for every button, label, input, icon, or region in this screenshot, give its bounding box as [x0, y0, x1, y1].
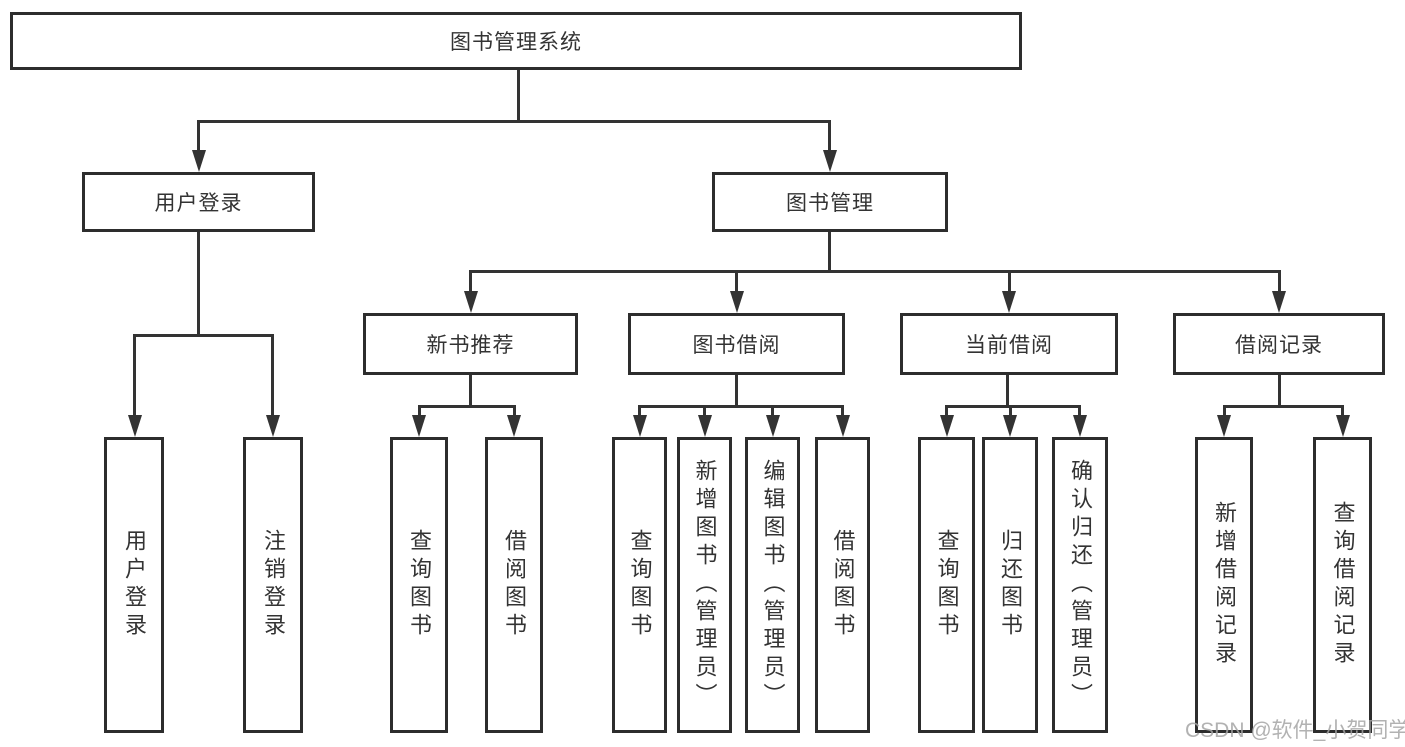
arrow-down-icon [1003, 415, 1017, 437]
connector-vline [1278, 270, 1281, 294]
arrow-down-icon [192, 150, 206, 172]
connector-vline [1223, 405, 1226, 417]
connector-vline [418, 405, 421, 417]
connector-vline [1278, 375, 1281, 405]
leaf-label: 新增图书（管理员） [692, 459, 718, 711]
node-current-borrow: 当前借阅 [900, 313, 1118, 375]
connector-hline [638, 405, 844, 408]
arrow-down-icon [698, 415, 712, 437]
node-borrow-records: 借阅记录 [1173, 313, 1385, 375]
arrow-down-icon [128, 415, 142, 437]
leaf-logout: 注销登录 [243, 437, 303, 733]
leaf-label: 注销登录 [261, 529, 286, 641]
arrow-down-icon [1217, 415, 1231, 437]
leaf-add-borrow-record: 新增借阅记录 [1195, 437, 1253, 733]
connector-vline [517, 70, 520, 120]
arrow-down-icon [464, 291, 478, 313]
connector-vline [1078, 405, 1081, 417]
leaf-label: 确认归还（管理员） [1068, 459, 1093, 711]
leaf-confirm-return-admin: 确认归还（管理员） [1052, 437, 1108, 733]
leaf-label: 新增借阅记录 [1212, 501, 1237, 669]
connector-vline [638, 405, 641, 417]
connector-vline [469, 375, 472, 405]
leaf-label: 借阅图书 [502, 529, 527, 641]
connector-vline [735, 270, 738, 294]
node-root: 图书管理系统 [10, 12, 1022, 70]
arrow-down-icon [766, 415, 780, 437]
csdn-watermark: CSDN @软件_小贺同学 [1185, 719, 1405, 742]
connector-vline [133, 334, 136, 419]
arrow-down-icon [1336, 415, 1350, 437]
leaf-query-borrow-record: 查询借阅记录 [1313, 437, 1372, 733]
leaf-query-books-recommend: 查询图书 [390, 437, 448, 733]
connector-hline [197, 120, 831, 123]
leaf-label: 归还图书 [998, 529, 1023, 641]
connector-vline [828, 120, 831, 154]
leaf-query-books-current: 查询图书 [918, 437, 975, 733]
arrow-down-icon [1002, 291, 1016, 313]
arrow-down-icon [1073, 415, 1087, 437]
connector-vline [469, 270, 472, 294]
connector-vline [197, 120, 200, 154]
connector-vline [1009, 405, 1012, 417]
leaf-borrow-books-recommend: 借阅图书 [485, 437, 543, 733]
connector-vline [1008, 270, 1011, 294]
arrow-down-icon [823, 150, 837, 172]
connector-vline [735, 375, 738, 405]
leaf-label: 查询图书 [407, 529, 432, 641]
leaf-label: 查询图书 [627, 529, 653, 641]
connector-hline [418, 405, 516, 408]
connector-vline [945, 405, 948, 417]
arrow-down-icon [836, 415, 850, 437]
leaf-edit-book-admin: 编辑图书（管理员） [745, 437, 800, 733]
leaf-query-books-borrow: 查询图书 [612, 437, 667, 733]
arrow-down-icon [730, 291, 744, 313]
node-book-management: 图书管理 [712, 172, 948, 232]
leaf-label: 查询借阅记录 [1330, 501, 1356, 669]
arrow-down-icon [633, 415, 647, 437]
connector-hline [133, 334, 274, 337]
node-new-book-recommend: 新书推荐 [363, 313, 578, 375]
connector-vline [703, 405, 706, 417]
arrow-down-icon [1272, 291, 1286, 313]
connector-vline [513, 405, 516, 417]
leaf-label: 用户登录 [122, 529, 147, 641]
leaf-return-books: 归还图书 [982, 437, 1038, 733]
connector-vline [197, 232, 200, 334]
connector-vline [828, 232, 831, 270]
arrow-down-icon [266, 415, 280, 437]
leaf-borrow-books: 借阅图书 [815, 437, 870, 733]
arrow-down-icon [940, 415, 954, 437]
connector-hline [945, 405, 1081, 408]
connector-vline [1341, 405, 1344, 417]
connector-hline [1223, 405, 1344, 408]
connector-vline [771, 405, 774, 417]
connector-vline [271, 334, 274, 419]
leaf-label: 查询图书 [934, 529, 960, 641]
node-user-login: 用户登录 [82, 172, 315, 232]
leaf-add-book-admin: 新增图书（管理员） [677, 437, 732, 733]
connector-hline [469, 270, 1280, 273]
leaf-label: 编辑图书（管理员） [760, 459, 786, 711]
leaf-label: 借阅图书 [830, 529, 856, 641]
connector-vline [841, 405, 844, 417]
connector-vline [1006, 375, 1009, 405]
arrow-down-icon [412, 415, 426, 437]
node-book-borrow: 图书借阅 [628, 313, 845, 375]
leaf-user-login: 用户登录 [104, 437, 164, 733]
arrow-down-icon [507, 415, 521, 437]
